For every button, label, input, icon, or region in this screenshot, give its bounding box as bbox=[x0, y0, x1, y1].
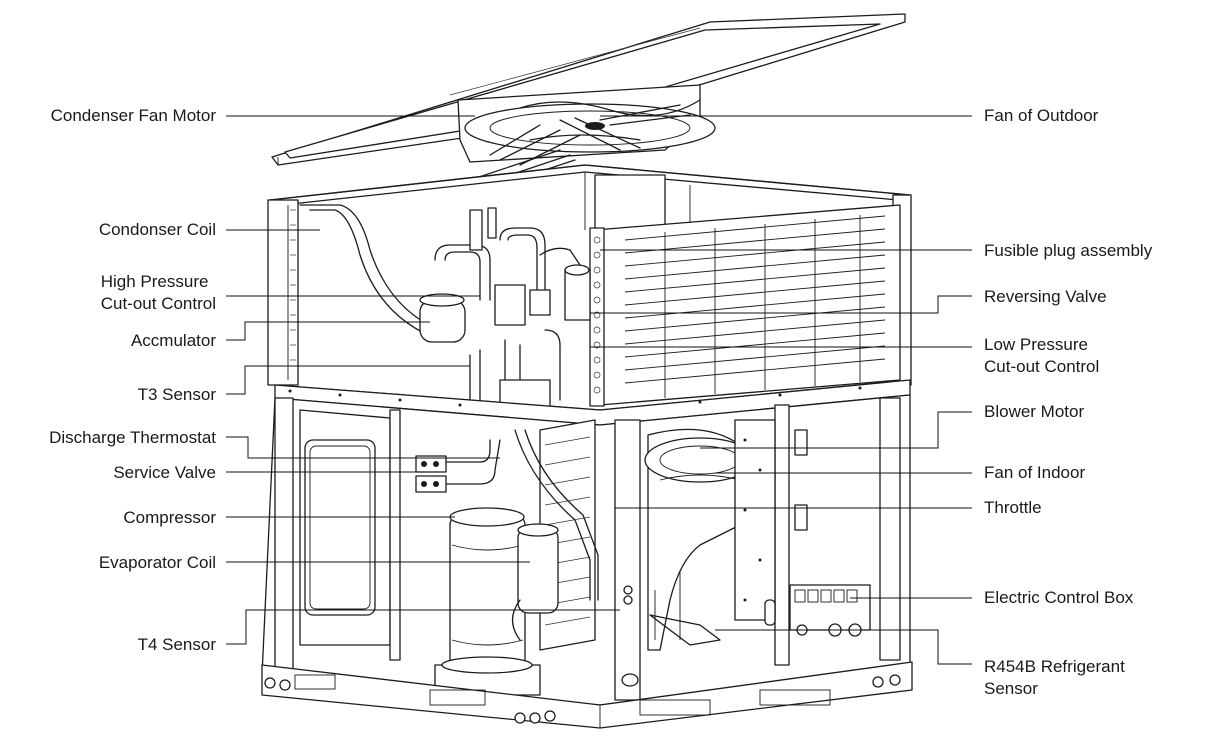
label-high-pressure-line1: High Pressure bbox=[100, 272, 209, 291]
leader-lines bbox=[226, 115, 972, 665]
label-high-pressure-line2: Cut-out Control bbox=[100, 294, 216, 313]
label-service-valve: Service Valve bbox=[113, 463, 216, 482]
label-fan-of-indoor: Fan of Indoor bbox=[984, 463, 1086, 482]
outdoor-fan bbox=[457, 84, 716, 189]
label-r454b-line1: R454B Refrigerant bbox=[984, 657, 1125, 676]
label-r454b-line2: Sensor bbox=[984, 679, 1038, 698]
label-fan-of-outdoor: Fan of Outdoor bbox=[984, 106, 1099, 125]
label-high-pressure-cutout: High Pressure Cut-out Control bbox=[101, 271, 216, 315]
label-r454b-sensor: R454B Refrigerant Sensor bbox=[984, 656, 1125, 700]
label-accmulator: Accmulator bbox=[130, 331, 216, 350]
label-fusible-plug: Fusible plug assembly bbox=[984, 241, 1153, 260]
upper-cabinet bbox=[267, 164, 912, 426]
label-t4-sensor: T4 Sensor bbox=[137, 635, 216, 654]
top-lid bbox=[271, 13, 906, 166]
label-low-pressure-cutout: Low Pressure Cut-out Control bbox=[984, 334, 1099, 378]
label-discharge-thermostat: Discharge Thermostat bbox=[49, 428, 216, 447]
label-condonser-coil: Condonser Coil bbox=[98, 220, 216, 239]
label-electric-control-box: Electric Control Box bbox=[984, 588, 1134, 607]
label-evaporator-coil: Evaporator Coil bbox=[98, 553, 216, 572]
label-low-pressure-line2: Cut-out Control bbox=[984, 357, 1100, 376]
label-condenser-fan-motor: Condenser Fan Motor bbox=[50, 106, 216, 125]
label-t3-sensor: T3 Sensor bbox=[137, 385, 216, 404]
label-blower-motor: Blower Motor bbox=[984, 402, 1085, 421]
label-reversing-valve: Reversing Valve bbox=[984, 287, 1107, 306]
label-throttle: Throttle bbox=[984, 498, 1042, 517]
label-compressor: Compressor bbox=[123, 508, 216, 527]
label-low-pressure-line1: Low Pressure bbox=[984, 335, 1088, 354]
